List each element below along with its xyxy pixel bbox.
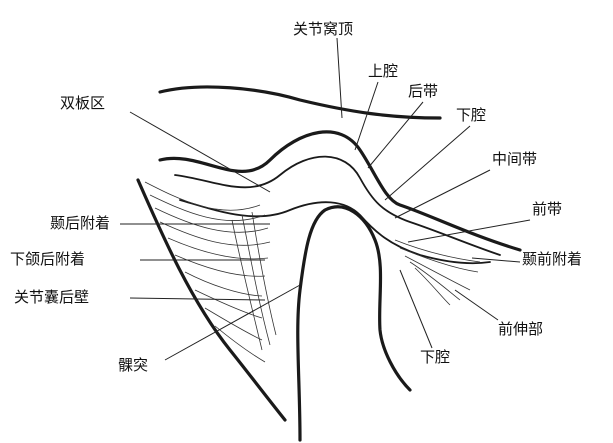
label-upper-cavity: 上腔 (368, 62, 398, 80)
label-bilaminar-zone: 双板区 (60, 94, 105, 112)
label-condyle: 髁突 (118, 356, 148, 374)
label-lower-cavity-bottom: 下腔 (420, 348, 450, 366)
label-intermediate-zone: 中间带 (492, 150, 537, 168)
label-articular-fossa-top: 关节窝顶 (293, 20, 353, 38)
label-lower-cavity-top: 下腔 (456, 106, 486, 124)
label-capsule-posterior-wall: 关节囊后壁 (14, 288, 89, 306)
fossa-roof-line (160, 87, 440, 118)
label-mandibular-posterior-attachment: 下颌后附着 (10, 250, 85, 268)
label-temporal-anterior-attachment: 颞前附着 (522, 250, 582, 268)
label-anterior-band: 前带 (532, 200, 562, 218)
label-temporal-posterior-attachment: 颞后附着 (50, 214, 110, 232)
condyle-outline (298, 207, 410, 440)
label-anterior-extension: 前伸部 (498, 320, 543, 338)
label-posterior-band: 后带 (408, 82, 438, 100)
glenoid-fossa-outline (160, 132, 520, 250)
